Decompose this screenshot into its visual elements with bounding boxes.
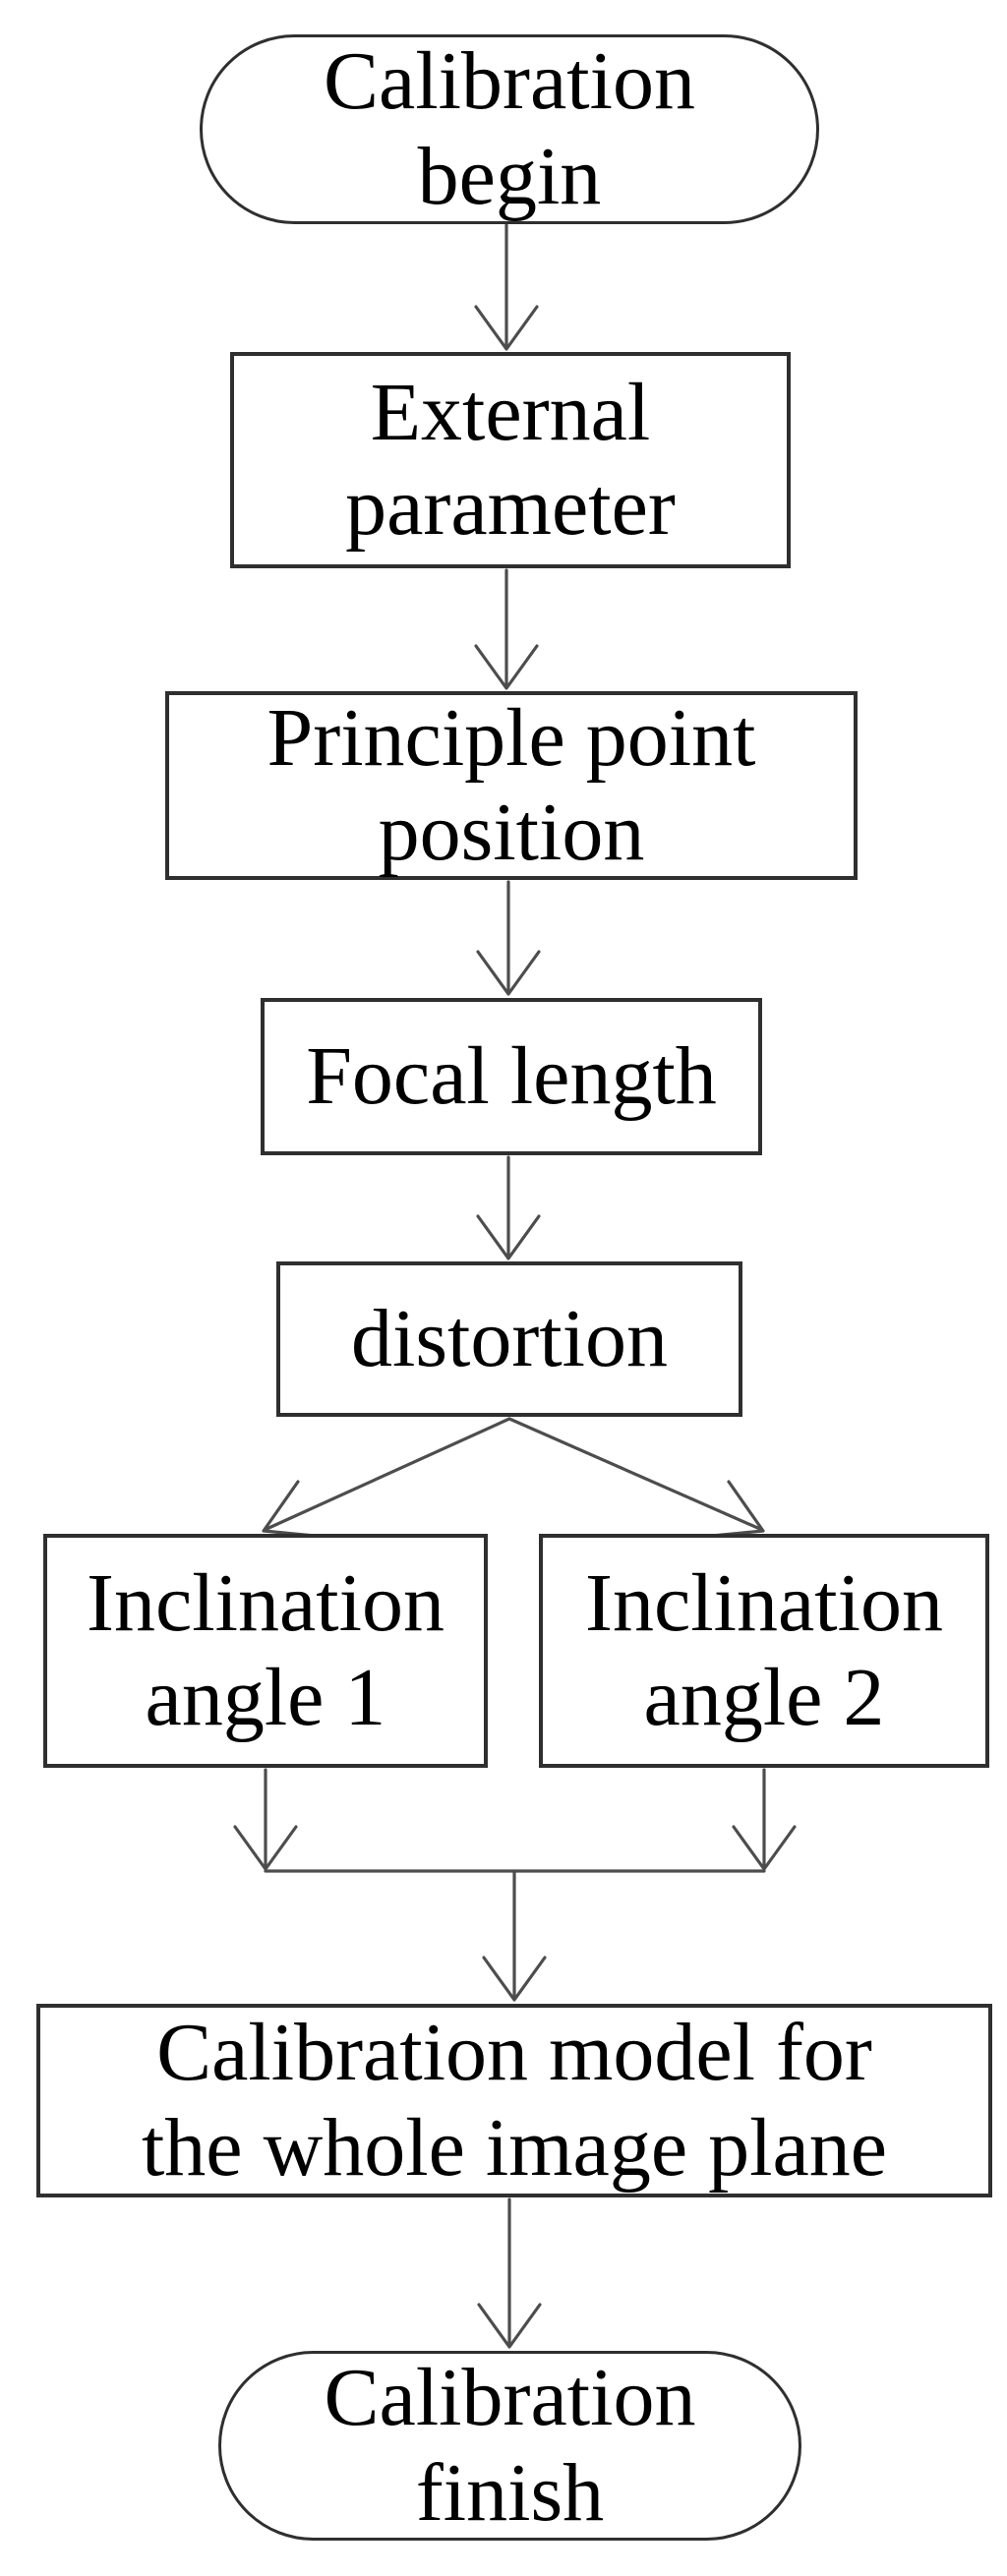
node-external-parameter: External parameter [230, 352, 791, 568]
node-calibration-finish: Calibration finish [218, 2351, 801, 2541]
node-focal-length-label: Focal length [306, 1029, 717, 1122]
arrow-model-to-finish [477, 2197, 542, 2349]
node-calibration-begin-label: Calibration begin [324, 35, 695, 222]
node-external-parameter-label: External parameter [345, 366, 676, 553]
node-calibration-finish-label: Calibration finish [324, 2352, 696, 2539]
node-inclination-angle-2-label: Inclination angle 2 [585, 1556, 943, 1743]
node-principle-point-position: Principle point position [165, 691, 858, 880]
arrow-distortion-to-inclination-2 [507, 1417, 765, 1539]
arrow-junction-to-model [482, 1869, 547, 2002]
arrow-principle-to-focal [476, 880, 541, 996]
node-inclination-angle-1-label: Inclination angle 1 [87, 1556, 444, 1743]
node-inclination-angle-2: Inclination angle 2 [539, 1534, 989, 1768]
node-focal-length: Focal length [261, 998, 762, 1155]
node-distortion: distortion [276, 1261, 742, 1417]
node-calibration-model: Calibration model for the whole image pl… [36, 2004, 992, 2197]
arrow-external-to-principle [474, 568, 539, 690]
node-inclination-angle-1: Inclination angle 1 [43, 1534, 488, 1768]
node-distortion-label: distortion [350, 1292, 668, 1384]
node-calibration-model-label: Calibration model for the whole image pl… [141, 2007, 888, 2194]
arrow-focal-to-distortion [476, 1155, 541, 1260]
arrow-begin-to-external [474, 223, 539, 351]
node-calibration-begin: Calibration begin [200, 34, 819, 224]
node-principle-point-position-label: Principle point position [267, 691, 756, 878]
arrow-inclination-1-to-junction [233, 1768, 298, 1871]
arrow-distortion-to-inclination-1 [262, 1417, 511, 1539]
arrow-inclination-2-to-junction [732, 1768, 797, 1871]
